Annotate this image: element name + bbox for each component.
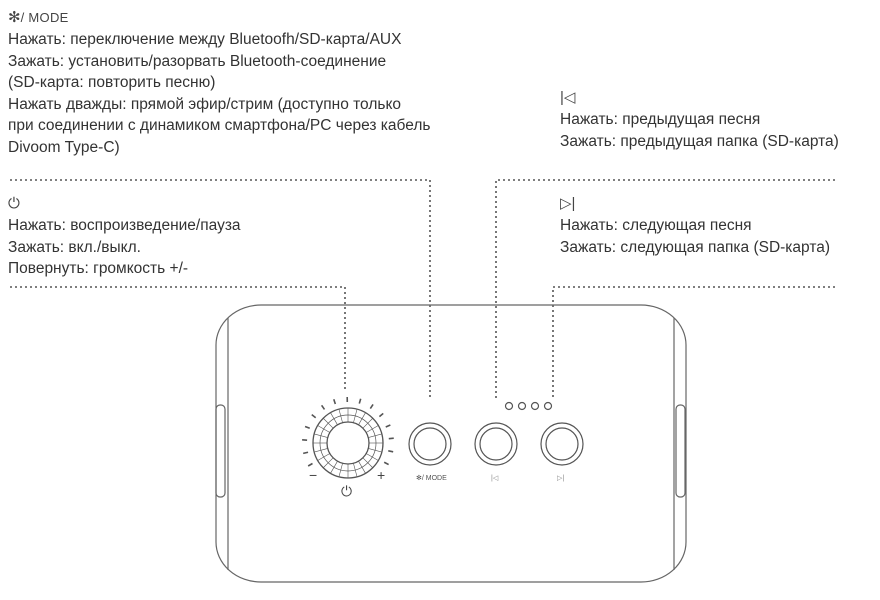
mode-button (408, 422, 452, 466)
volume-tick (388, 437, 394, 440)
next-line: Нажать: следующая песня (560, 217, 752, 234)
leader-line-prev (495, 179, 835, 398)
previous-icon: |◁ (560, 89, 576, 106)
volume-tick (385, 424, 391, 428)
knob-grip-line (314, 433, 328, 438)
power-line: Повернуть: громкость +/- (8, 260, 189, 277)
knob-grip-line (358, 412, 366, 425)
mode-line: при соединении с динамиком смартфона/PC … (8, 117, 431, 134)
bluetooth-icon: ✻ (8, 9, 21, 26)
knob-grip-line (366, 425, 379, 433)
knob-grip-line (330, 461, 338, 474)
leader-lines (10, 179, 835, 400)
leader-line-next (552, 286, 835, 400)
power-icon: ⏻ (8, 195, 20, 212)
prev-button (474, 422, 518, 466)
next-description: ▷| Нажать: следующая песня Зажать: следу… (560, 193, 830, 258)
knob-grip-line (362, 457, 373, 468)
knob-power-icon: ⏻ (341, 483, 352, 499)
mode-heading: ✻/ MODE (8, 9, 69, 26)
power-description: ⏻ Нажать: воспроизведение/пауза Зажать: … (8, 193, 241, 280)
volume-tick (333, 399, 337, 405)
knob-grip-line (338, 463, 343, 477)
knob-grip-line (314, 448, 328, 453)
mode-line: Зажать: установить/разорвать Bluetooth-с… (8, 52, 387, 70)
mode-line: Divoom Type-C) (8, 138, 120, 156)
left-strap (215, 404, 226, 498)
volume-knob (302, 396, 394, 479)
mode-line: Нажать дважды: прямой эфир/стрим (доступ… (8, 95, 402, 113)
volume-tick (388, 450, 394, 453)
knob-grip-line (317, 425, 330, 433)
power-line: Зажать: вкл./выкл. (8, 238, 141, 256)
volume-tick (304, 425, 311, 430)
mode-line: (SD-карта: повторить песню) (8, 74, 216, 91)
prev-button-icon: |◁ (491, 475, 499, 482)
next-line: Зажать: следующая папка (SD-карта) (560, 238, 831, 256)
leader-line-mode (10, 179, 431, 398)
leader-line-power (10, 286, 346, 392)
mode-line: Нажать: переключение между Bluetoofh/SD-… (8, 31, 402, 48)
knob-grip-line (366, 453, 379, 461)
volume-tick (311, 414, 317, 419)
knob-grip-line (368, 448, 382, 453)
power-line: Нажать: воспроизведение/пауза (8, 217, 241, 234)
prev-description: |◁ Нажать: предыдущая песня Зажать: пред… (560, 87, 839, 152)
volume-tick (320, 404, 326, 410)
right-strap (675, 404, 686, 498)
prev-line: Нажать: предыдущая песня (560, 111, 761, 128)
next-button (540, 422, 584, 466)
knob-grip-line (353, 409, 358, 423)
volume-minus: − (309, 467, 317, 483)
volume-tick (383, 461, 389, 466)
next-button-icon: ▷| (557, 475, 564, 482)
volume-tick (369, 403, 374, 410)
next-icon: ▷| (560, 195, 576, 212)
knob-grip-line (362, 418, 373, 429)
volume-tick (302, 451, 309, 455)
knob-grip-line (330, 412, 338, 425)
volume-tick (307, 462, 313, 467)
led-indicator (543, 401, 553, 411)
led-indicator (504, 401, 514, 411)
led-indicator (517, 401, 527, 411)
volume-plus: + (377, 467, 385, 483)
knob-grip-line (317, 453, 330, 461)
volume-tick (358, 398, 362, 404)
knob-grip-line (358, 461, 366, 474)
knob-grip-line (368, 433, 382, 438)
knob-grip-line (323, 457, 334, 468)
volume-tick (378, 412, 384, 418)
knob-grip-line (323, 418, 334, 429)
mode-button-label: ✻/ MODE (416, 474, 447, 482)
knob-grip-line (338, 409, 343, 423)
knob-grip-line (353, 463, 358, 477)
led-indicator (530, 401, 540, 411)
mode-description: ✻/ MODE Нажать: переключение между Bluet… (8, 7, 430, 158)
prev-line: Зажать: предыдущая папка (SD-карта) (560, 132, 839, 150)
